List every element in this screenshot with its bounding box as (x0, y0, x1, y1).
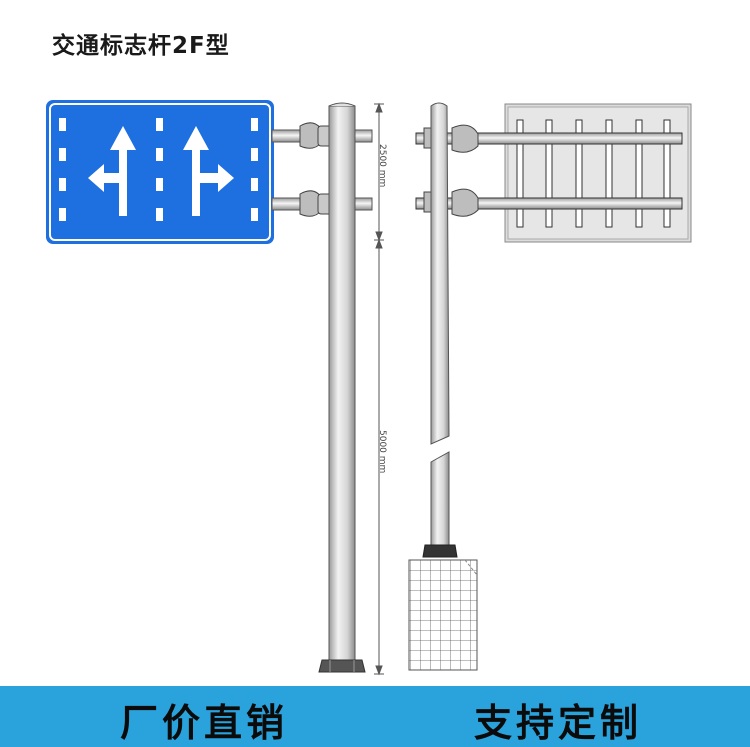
sign-back-frame (504, 103, 692, 243)
cross-arms-front (271, 122, 373, 217)
banner-right-text: 支持定制 (474, 701, 643, 745)
lane-markings (59, 118, 258, 221)
pole-diagram: 2500 mm 5000 mm (46, 100, 692, 676)
promo-banner: 厂价直销 支持定制 (0, 686, 750, 747)
straight-right-arrow-icon (183, 126, 234, 216)
straight-left-arrow-icon (88, 126, 136, 216)
main-pole-side (422, 102, 458, 558)
banner-left-text: 厂价直销 (120, 701, 289, 745)
cross-arms-side (415, 124, 683, 217)
page-title: 交通标志杆2F型 (52, 33, 230, 59)
dimension-line (374, 102, 384, 676)
dimension-upper-label: 2500 mm (377, 144, 387, 187)
traffic-sign-board (46, 100, 274, 244)
foundation-cage (408, 559, 478, 671)
main-pole-front (318, 102, 366, 673)
dimension-lower-label: 5000 mm (377, 430, 387, 473)
